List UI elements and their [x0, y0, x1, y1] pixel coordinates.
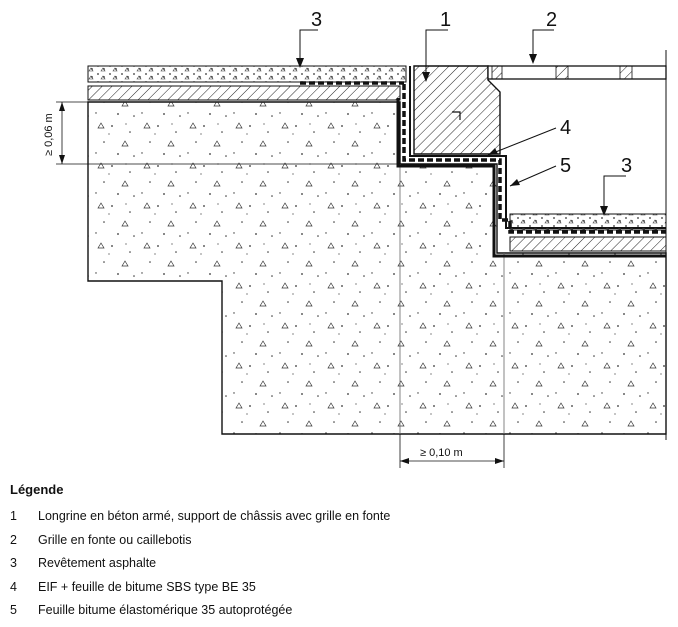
legend-item-number: 5 [10, 603, 17, 617]
callout-1: 1 [440, 9, 451, 31]
grille-bar [491, 65, 503, 80]
concrete-slab [87, 101, 667, 435]
legend-item-text: EIF + feuille de bitume SBS type BE 35 [38, 579, 256, 594]
leader-3-top [299, 29, 318, 66]
arrow-4 [488, 148, 498, 155]
asphalt-layer-left [87, 65, 407, 83]
legend: Légende 1 Longrine en béton armé, suppor… [10, 482, 670, 627]
screed-layer-left [87, 85, 401, 101]
callout-2: 2 [546, 9, 557, 31]
legend-item: 3 Revêtement asphalte [10, 556, 670, 580]
dim-horizontal-arrow-left [400, 458, 409, 464]
legend-item: 4 EIF + feuille de bitume SBS type BE 35 [10, 580, 670, 604]
screed-layer-right [509, 236, 667, 252]
dim-horizontal-arrow-right [495, 458, 504, 464]
legend-list: 1 Longrine en béton armé, support de châ… [10, 509, 670, 627]
construction-section-drawing: 3 1 2 4 5 3 ≥ 0,06 m ≥ 0,10 m [43, 9, 667, 468]
waterproofing-membrane-4 [402, 84, 666, 234]
leader-3-right [603, 175, 626, 214]
legend-item-number: 4 [10, 579, 17, 594]
dim-vertical-label: ≥ 0,06 m [43, 113, 55, 156]
legend-item-text: Feuille bitume élastomérique 35 autoprot… [38, 603, 293, 617]
legend-item: 1 Longrine en béton armé, support de châ… [10, 509, 670, 533]
grille-frame [487, 65, 667, 80]
legend-title: Légende [10, 482, 64, 497]
leader-1 [425, 29, 448, 80]
membrane-outer-edge [396, 98, 666, 258]
dim-vertical-arrow-top [59, 102, 65, 111]
leader-4 [487, 127, 557, 156]
leader-2 [532, 29, 554, 62]
arrow-3-top [296, 58, 304, 68]
asphalt-layer-right [509, 213, 667, 231]
arrow-5 [510, 179, 520, 186]
legend-item-number: 2 [10, 532, 17, 547]
legend-item: 2 Grille en fonte ou caillebotis [10, 533, 670, 557]
arrow-2 [529, 54, 537, 64]
callout-3-top: 3 [311, 9, 322, 31]
legend-item: 5 Feuille bitume élastomérique 35 autopr… [10, 603, 670, 627]
legend-item-text: Grille en fonte ou caillebotis [38, 532, 192, 547]
beam-corner-mark [452, 111, 461, 120]
arrow-1 [422, 72, 430, 82]
callout-3-right: 3 [621, 155, 632, 177]
callout-4: 4 [560, 117, 571, 139]
grille-bar [555, 65, 569, 80]
grille-bar [619, 65, 633, 80]
legend-item-text: Longrine en béton armé, support de châss… [38, 509, 391, 523]
dim-vertical-arrow-bottom [59, 155, 65, 164]
legend-item-text: Revêtement asphalte [38, 556, 157, 570]
dim-horizontal-label: ≥ 0,10 m [420, 447, 463, 459]
arrow-3-right [600, 206, 608, 216]
callout-5: 5 [560, 155, 571, 177]
legend-item-number: 3 [10, 556, 17, 570]
legend-item-number: 1 [10, 509, 17, 523]
